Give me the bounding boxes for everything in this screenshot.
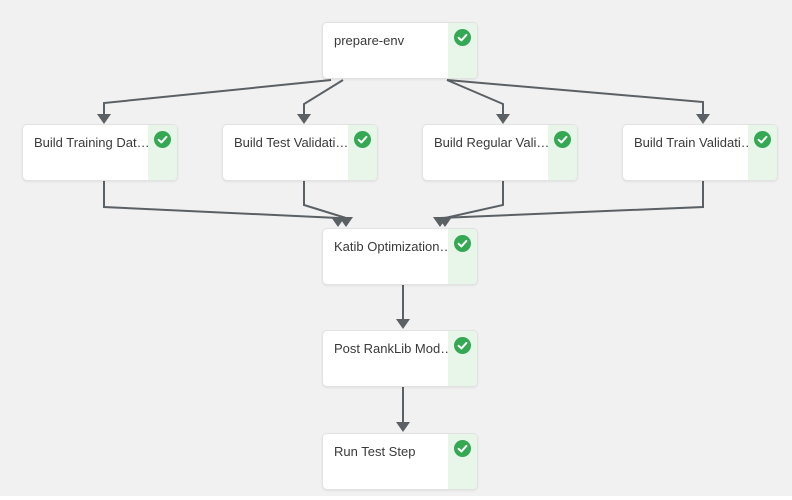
canvas-bottom-edge [0, 496, 792, 500]
check-circle-icon [554, 131, 571, 148]
edge-post-ranklib-to-run-test [396, 387, 410, 432]
node-status-strip [448, 23, 477, 78]
node-label: Build Training Dat… [34, 135, 148, 150]
check-circle-icon [154, 131, 171, 148]
check-circle-icon [454, 337, 471, 354]
node-label: Run Test Step [334, 444, 416, 459]
check-circle-icon [454, 440, 471, 457]
node-status-strip [448, 229, 477, 284]
edge-prepare-env-to-build-train-validation [446, 79, 710, 124]
node-label: Katib Optimization… [334, 239, 448, 254]
check-circle-icon [454, 235, 471, 252]
node-status-strip [348, 125, 377, 180]
pipeline-node-run-test-step[interactable]: Run Test Step [322, 433, 478, 490]
check-circle-icon [354, 131, 371, 148]
node-status-strip [148, 125, 177, 180]
edge-katib-to-post-ranklib [396, 285, 410, 329]
node-status-strip [448, 331, 477, 386]
pipeline-node-prepare-env[interactable]: prepare-env [322, 22, 478, 79]
node-status-strip [548, 125, 577, 180]
node-label: Build Train Validati… [634, 135, 748, 150]
node-label: Build Test Validati… [234, 135, 348, 150]
pipeline-node-build-regular-validation[interactable]: Build Regular Vali… [422, 124, 578, 181]
edge-build-training-data-to-katib [103, 181, 345, 227]
edge-prepare-env-to-build-test-validation [297, 79, 344, 124]
pipeline-node-katib-optimization[interactable]: Katib Optimization… [322, 228, 478, 285]
pipeline-node-build-train-validation[interactable]: Build Train Validati… [622, 124, 778, 181]
node-label: prepare-env [334, 33, 405, 48]
node-status-strip [748, 125, 777, 180]
pipeline-node-build-test-validation[interactable]: Build Test Validati… [222, 124, 378, 181]
pipeline-node-build-training-data[interactable]: Build Training Dat… [22, 124, 178, 181]
edge-prepare-env-to-build-regular-validation [446, 79, 510, 124]
pipeline-node-post-ranklib-model[interactable]: Post RankLib Mod… [322, 330, 478, 387]
check-circle-icon [454, 29, 471, 46]
check-circle-icon [754, 131, 771, 148]
edge-build-train-validation-to-katib [433, 181, 704, 227]
node-status-strip [448, 434, 477, 489]
node-label: Post RankLib Mod… [334, 341, 448, 356]
edge-prepare-env-to-build-training-data [97, 79, 332, 124]
edge-build-regular-validation-to-katib [438, 181, 504, 227]
node-label: Build Regular Vali… [434, 135, 548, 150]
edge-build-test-validation-to-katib [303, 181, 353, 227]
